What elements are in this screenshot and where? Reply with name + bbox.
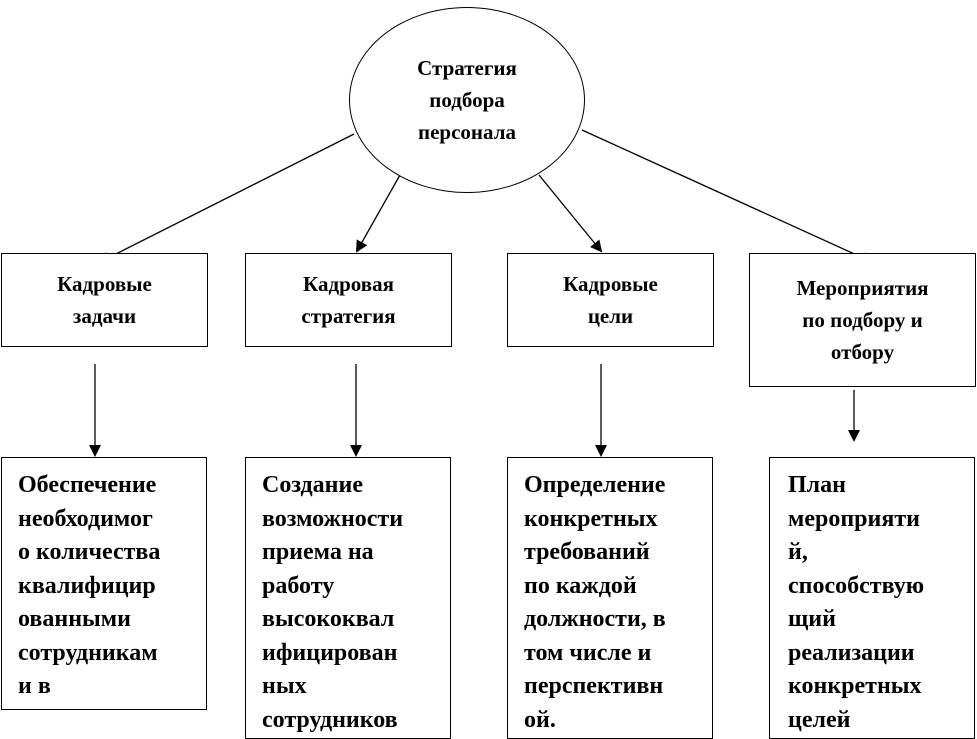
- detail-text-goals: Определение конкретных требований по каж…: [524, 472, 666, 733]
- detail-box-measures: План мероприяти й, способствую щий реали…: [769, 457, 975, 739]
- category-box-goals: Кадровые цели: [507, 253, 714, 347]
- arrow-root-to-measures: [581, 129, 874, 264]
- root-node: Стратегия подбора персонала: [349, 7, 585, 193]
- root-node-label: Стратегия подбора персонала: [417, 56, 517, 144]
- category-label-measures: Мероприятия по подбору и отбору: [796, 276, 929, 364]
- arrow-root-to-tasks: [98, 133, 355, 263]
- detail-text-strategy: Создание возможности приема на работу вы…: [262, 472, 404, 733]
- category-box-strategy: Кадровая стратегия: [245, 253, 452, 347]
- category-box-measures: Мероприятия по подбору и отбору: [749, 253, 976, 387]
- detail-box-strategy: Создание возможности приема на работу вы…: [245, 457, 451, 739]
- detail-text-measures: План мероприяти й, способствую щий реали…: [788, 472, 925, 733]
- detail-box-goals: Определение конкретных требований по каж…: [507, 457, 713, 739]
- category-label-strategy: Кадровая стратегия: [301, 272, 396, 328]
- detail-box-tasks: Обеспечение необходимог о количества ква…: [1, 457, 207, 710]
- category-label-goals: Кадровые цели: [563, 272, 658, 328]
- detail-text-tasks: Обеспечение необходимог о количества ква…: [18, 472, 161, 699]
- category-box-tasks: Кадровые задачи: [1, 253, 208, 347]
- category-label-tasks: Кадровые задачи: [57, 272, 152, 328]
- arrow-root-to-goals: [538, 174, 603, 253]
- arrow-root-to-strategy: [356, 174, 401, 253]
